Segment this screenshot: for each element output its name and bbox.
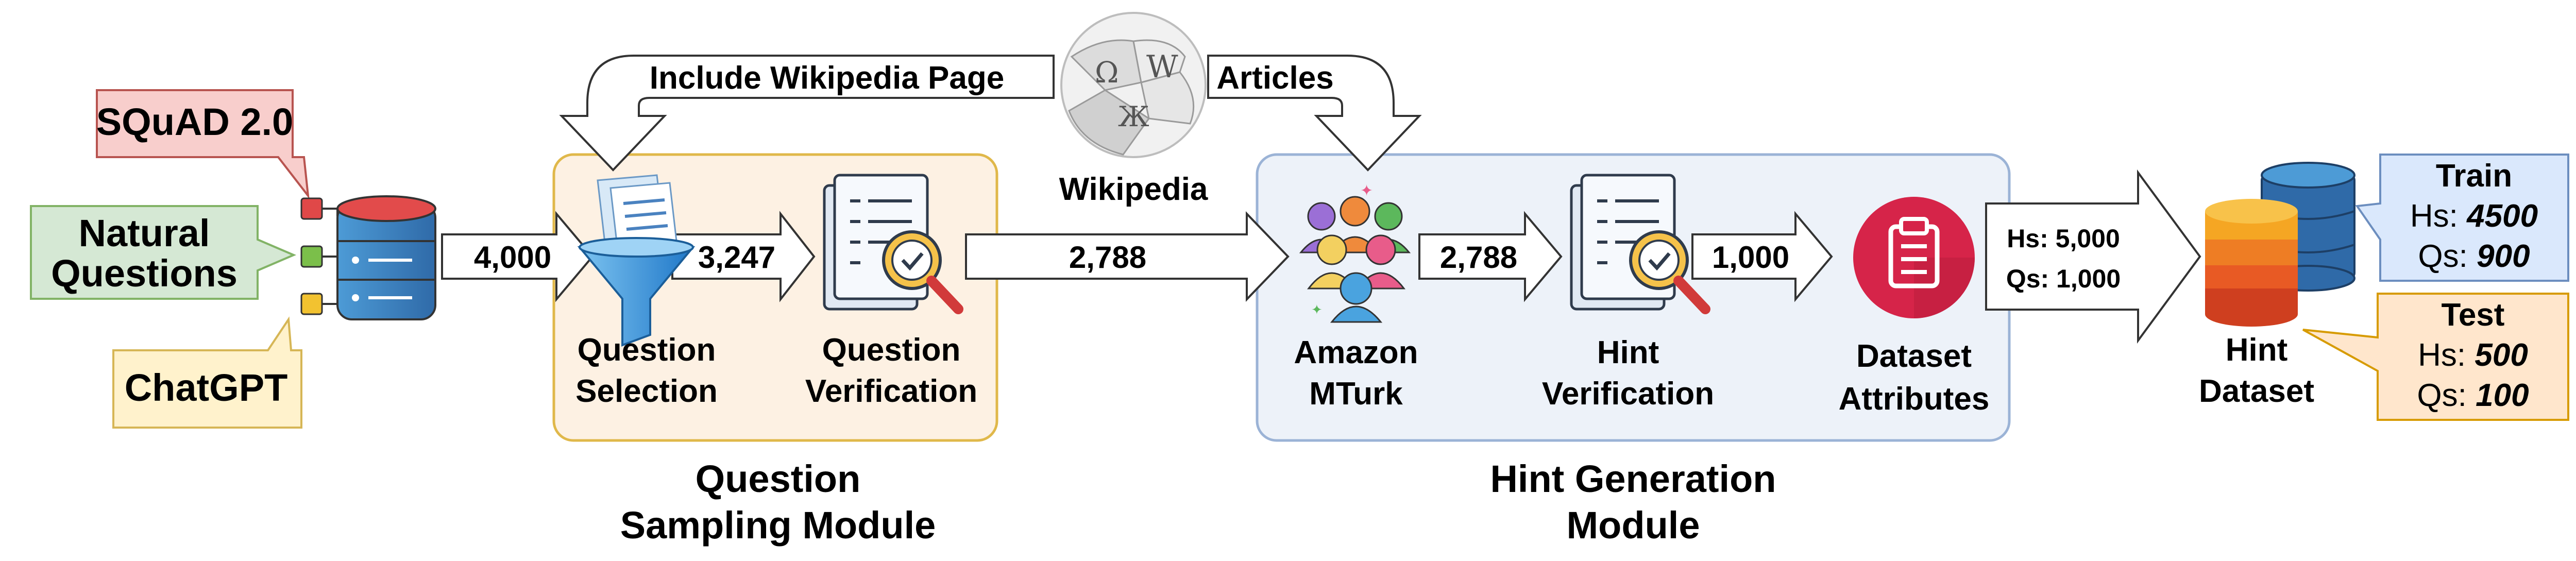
train-title: Train <box>2436 158 2512 194</box>
test-hs-value: 500 <box>2475 337 2528 373</box>
question-selection-label-2: Selection <box>575 373 718 409</box>
question-selection-label-1: Question <box>578 332 716 368</box>
question-verification-label-1: Question <box>822 332 961 368</box>
svg-text:W: W <box>1146 49 1178 85</box>
question-verification-label-2: Verification <box>805 373 977 409</box>
question-sampling-module-title-2: Sampling Module <box>620 504 936 547</box>
flow-3247-label: 3,247 <box>698 240 775 275</box>
test-hs-label: Hs: <box>2418 337 2475 373</box>
question-selection-icon <box>577 174 696 347</box>
squad-label: SQuAD 2.0 <box>96 100 293 143</box>
chatgpt-source: ChatGPT <box>112 316 302 429</box>
test-split-box: Test Hs: 500 Qs: 100 <box>2302 293 2569 421</box>
articles-label: Articles <box>1216 60 1333 96</box>
flow-arrow-1000: 1,000 <box>1691 211 1833 302</box>
train-split-box: Train Hs: 4500 Qs: 900 <box>2355 154 2569 282</box>
svg-text:Hs: 4500: Hs: 4500 <box>2410 198 2538 234</box>
test-qs-value: 100 <box>2476 378 2529 413</box>
include-wikipedia-arrow: Include Wikipedia Page <box>559 55 1055 172</box>
flow-arrow-3247: 3,247 <box>671 211 816 302</box>
question-verification-icon <box>823 174 963 314</box>
hint-verification-label-2: Verification <box>1542 376 1714 412</box>
chatgpt-callout <box>112 316 302 429</box>
articles-arrow: Articles <box>1207 55 1422 172</box>
chatgpt-label: ChatGPT <box>125 366 288 409</box>
output-arrow: Hs: 5,000 Qs: 1,000 <box>1985 169 2201 344</box>
hint-dataset-icon <box>2205 162 2355 327</box>
output-hs-label: Hs: 5,000 <box>2007 224 2120 253</box>
wikipedia-label: Wikipedia <box>1059 172 1208 207</box>
hint-generation-module-title-1: Hint Generation <box>1490 457 1776 500</box>
squad-callout <box>96 89 310 199</box>
natural-questions-label-2: Questions <box>51 252 238 295</box>
squad-source: SQuAD 2.0 <box>96 89 310 199</box>
svg-text:Hs: 500: Hs: 500 <box>2418 337 2528 373</box>
train-hs-value: 4500 <box>2466 198 2538 234</box>
source-database-icon <box>300 195 436 320</box>
flow-2788-a-label: 2,788 <box>1069 240 1146 275</box>
hint-dataset-label-1: Hint <box>2226 332 2288 368</box>
train-hs-label: Hs: <box>2410 198 2467 234</box>
svg-text:✦: ✦ <box>1360 182 1373 199</box>
flow-arrow-4000: 4,000 <box>441 211 594 302</box>
flow-4000-label: 4,000 <box>474 240 551 275</box>
dataset-attributes-label-1: Dataset <box>1856 338 1972 374</box>
mturk-label-1: Amazon <box>1294 335 1418 370</box>
flow-arrow-2788-a: 2,788 <box>965 211 1290 302</box>
test-qs-label: Qs: <box>2417 378 2476 413</box>
wikipedia-globe-icon: Ω W Ж <box>1060 12 1207 158</box>
svg-text:✦: ✦ <box>1311 302 1323 317</box>
svg-text:Qs: 900: Qs: 900 <box>2418 239 2530 274</box>
question-sampling-module-title-1: Question <box>696 457 861 500</box>
svg-text:Ж: Ж <box>1118 100 1149 133</box>
test-title: Test <box>2442 297 2505 333</box>
flow-1000-label: 1,000 <box>1712 240 1789 275</box>
natural-questions-label-1: Natural <box>79 212 210 254</box>
svg-text:Qs: 100: Qs: 100 <box>2417 378 2529 413</box>
flow-arrow-2788-b: 2,788 <box>1418 211 1563 302</box>
hint-verification-icon <box>1570 174 1710 314</box>
natural-questions-callout <box>30 205 297 300</box>
hint-generation-module-title-2: Module <box>1567 504 1700 547</box>
train-qs-value: 900 <box>2477 239 2530 274</box>
dataset-attributes-label-2: Attributes <box>1839 381 1990 417</box>
svg-text:Ω: Ω <box>1095 56 1118 90</box>
mturk-crowd-icon: ✦ ✦ <box>1299 182 1411 323</box>
hint-verification-label-1: Hint <box>1597 335 1659 370</box>
natural-questions-source: Natural Questions <box>30 205 297 300</box>
include-wikipedia-label: Include Wikipedia Page <box>650 60 1005 96</box>
flow-2788-b-label: 2,788 <box>1440 240 1517 275</box>
hint-dataset-label-2: Dataset <box>2199 373 2314 409</box>
output-qs-label: Qs: 1,000 <box>2006 264 2121 293</box>
clipboard-icon <box>1853 197 1975 318</box>
mturk-label-2: MTurk <box>1309 376 1403 412</box>
train-qs-label: Qs: <box>2418 239 2477 274</box>
